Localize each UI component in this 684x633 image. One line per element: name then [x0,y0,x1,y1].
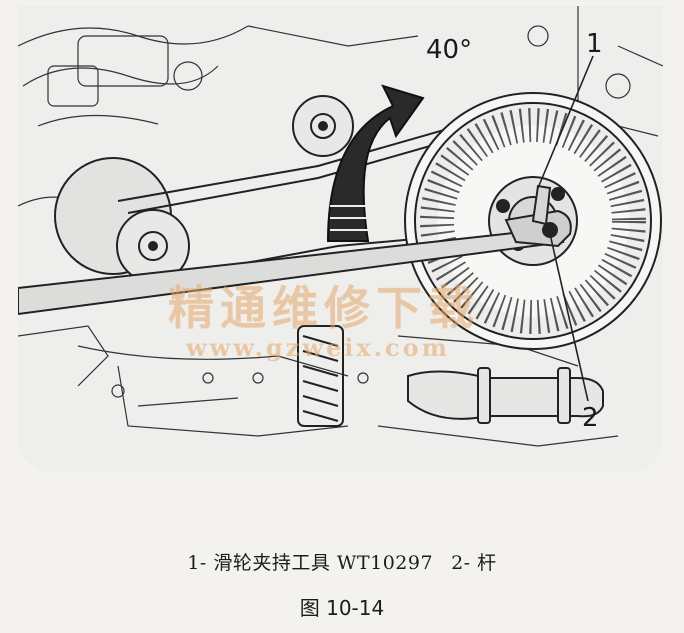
lever [531,184,552,226]
callout-number-1: 1 [586,29,603,59]
callout-number-2: 2 [582,403,599,433]
figure-number: 图 10-14 [299,596,385,620]
watermark-title: 精通维修下载 [168,281,480,335]
legend-item-2: 2- 杆 [451,552,497,574]
alternator-pulley [54,157,190,283]
figure-legend: 1- 滑轮夹持工具 WT10297 2- 杆 [0,548,684,575]
engine-diagram: 40° 1 2 精通维修下载 www.gzweix.com [18,6,663,472]
idler-pulley [292,95,354,157]
callout-leaders [537,55,594,402]
tensioner-spring [297,325,344,427]
pulley-holding-tool [18,209,572,316]
engine-diagram-svg: 40° 1 2 精通维修下载 www.gzweix.com [18,6,663,447]
angle-label: 40° [426,35,472,65]
coolant-hose [407,367,604,424]
legend-item-1: 1- 滑轮夹持工具 WT10297 [187,552,434,574]
watermark-url: www.gzweix.com [185,333,450,362]
rotation-arrow [326,84,425,242]
